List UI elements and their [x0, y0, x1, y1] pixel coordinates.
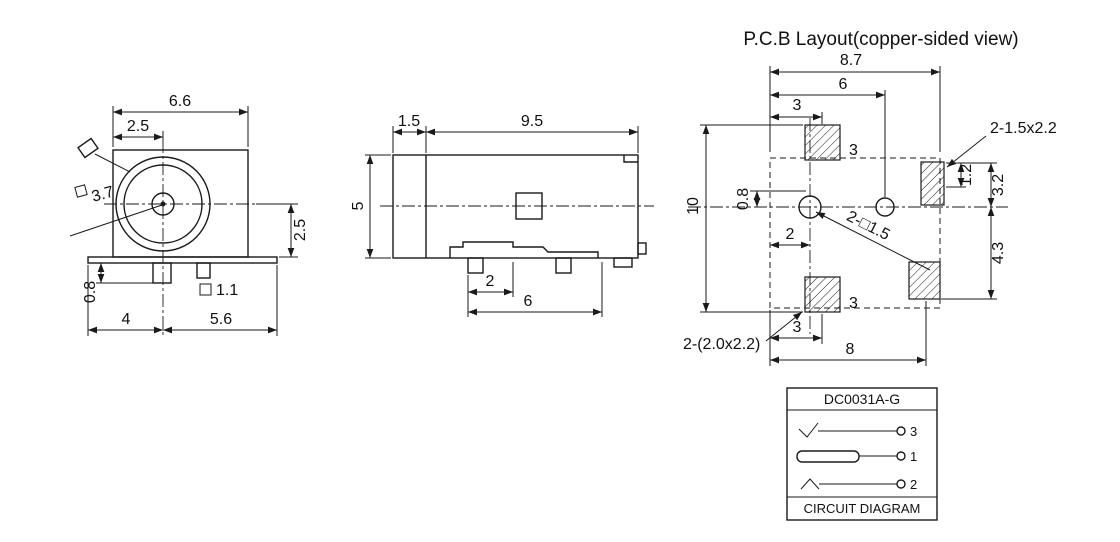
svg-text:6: 6: [524, 293, 533, 310]
pin-terminal-icon: [896, 426, 906, 436]
pcb-hole-left: [798, 195, 822, 219]
side-pin-b: [555, 257, 572, 274]
pcb-layout-title: P.C.B Layout(copper-sided view): [743, 29, 1018, 50]
pin-terminal-icon: [896, 479, 906, 489]
dim-pcb-right: 1.2 3.2 4.3: [941, 162, 1007, 300]
svg-text:8: 8: [846, 341, 855, 358]
svg-text:3: 3: [910, 424, 917, 439]
solder-lug: [77, 137, 99, 159]
circuit-pin-1-row: 1: [796, 449, 917, 464]
pad-top-right: [920, 161, 945, 206]
pcb-layout-view: 8.7 6 3 2-1.5x2.2 3 3 0.8 10 2: [683, 52, 1057, 366]
svg-text:1.5: 1.5: [398, 113, 420, 130]
svg-text:5.6: 5.6: [210, 311, 232, 328]
side-view: 1.5 9.5 5 2 6: [350, 113, 654, 317]
svg-text:2.5: 2.5: [292, 219, 309, 241]
pad-bottom-left: [804, 276, 841, 313]
circuit-box: [786, 387, 938, 521]
svg-text:1: 1: [910, 449, 917, 464]
part-number: DC0031A-G: [824, 391, 900, 407]
sleeve-contact-symbol: [800, 478, 820, 490]
dim-side-bottom: 2 6: [467, 262, 603, 317]
svg-text:2-1.5x2.2: 2-1.5x2.2: [990, 120, 1057, 137]
side-right-foot: [613, 257, 633, 268]
pad-top-left: [804, 124, 841, 161]
front-pin-a: [152, 262, 172, 284]
circuit-pin-2-row: 2: [800, 477, 917, 492]
circuit-diagram: DC0031A-G CIRCUIT DIAGRAM 3 1 2: [786, 387, 938, 521]
svg-text:3: 3: [793, 319, 802, 336]
front-pin-b: [196, 262, 211, 279]
side-right-tab: [637, 242, 647, 255]
dim-front-bottom: 4 5.6: [87, 265, 278, 336]
label-holes: 2-□1.5: [815, 208, 931, 271]
label-pad-bottom-size: 3: [849, 295, 858, 312]
svg-text:0.8: 0.8: [82, 281, 99, 303]
dim-barrel-label: 3.7: [90, 184, 116, 206]
dim-pcb-hole-offset: 2: [770, 226, 810, 249]
center-pin-symbol: [796, 450, 860, 463]
dim-front-pin-length: 0.8: [82, 263, 153, 303]
side-body: [392, 154, 639, 259]
dim-pcb-total-height: 10: [685, 124, 803, 313]
front-flange: [87, 256, 278, 264]
svg-text:3.2: 3.2: [990, 174, 1007, 196]
pcb-hole-right: [875, 197, 895, 217]
svg-text:2: 2: [910, 477, 917, 492]
svg-text:0.8: 0.8: [735, 188, 752, 210]
dim-front-pin-square: 1.1: [199, 282, 238, 299]
square-symbol: [199, 283, 212, 296]
pin-terminal-icon: [896, 451, 906, 461]
svg-text:1.2: 1.2: [958, 164, 975, 186]
dim-pcb-bottom: 3 8: [769, 301, 927, 366]
lug-leader: [94, 153, 131, 173]
svg-text:2-(2.0x2.2): 2-(2.0x2.2): [683, 336, 760, 353]
svg-text:10: 10: [685, 197, 702, 215]
dim-side-top: 1.5 9.5: [392, 113, 639, 153]
label-pads-bottom: 2-(2.0x2.2): [683, 311, 803, 353]
svg-text:4.3: 4.3: [990, 242, 1007, 264]
circuit-pin-3-row: 3: [798, 422, 917, 439]
svg-text:6.6: 6.6: [169, 93, 191, 110]
side-pin-a: [467, 257, 484, 274]
label-pads-right: 2-1.5x2.2: [946, 120, 1057, 168]
dim-front-width-to-center: 2.5: [113, 118, 164, 141]
pcb-outline: [769, 157, 941, 309]
circuit-caption: CIRCUIT DIAGRAM: [804, 501, 921, 516]
barrel-leader: [69, 204, 163, 237]
front-view: 3.7 6.6 2.5 2.5 0.8 1.: [69, 93, 309, 336]
svg-text:5: 5: [350, 201, 367, 210]
label-pad-top-size: 3: [849, 142, 858, 159]
dim-front-center-to-bottom: 2.5: [256, 203, 309, 258]
svg-text:6: 6: [839, 76, 848, 93]
dim-side-height: 5: [350, 154, 391, 259]
svg-text:4: 4: [122, 311, 131, 328]
svg-text:3: 3: [793, 97, 802, 114]
svg-text:8.7: 8.7: [840, 52, 862, 69]
side-top-notch: [623, 155, 638, 163]
pad-bottom-right: [908, 261, 941, 300]
svg-text:1.1: 1.1: [216, 282, 238, 299]
dim-pcb-top: 8.7 6 3: [769, 52, 941, 197]
square-symbol: [74, 184, 88, 198]
svg-text:9.5: 9.5: [521, 113, 543, 130]
svg-text:2: 2: [486, 273, 495, 290]
switch-contact-symbol: [798, 422, 819, 438]
svg-text:2: 2: [786, 226, 795, 243]
side-bottom-profile: [449, 241, 599, 258]
svg-text:2.5: 2.5: [127, 118, 149, 135]
dim-pcb-edge-to-center: 0.8: [735, 188, 806, 210]
